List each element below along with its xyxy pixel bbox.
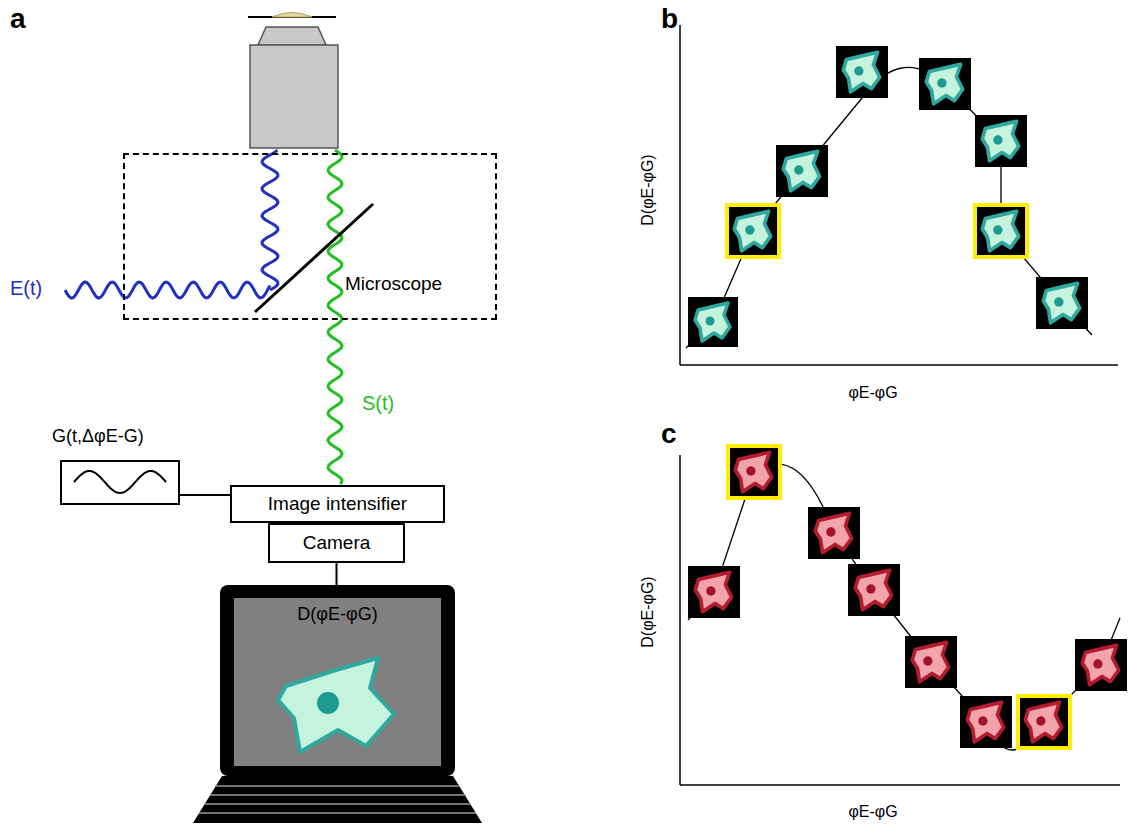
node-label: D(φE-φG) — [234, 598, 441, 625]
node-label: Microscope — [345, 273, 442, 295]
signal-generator: G(t,ΔφE-G) — [60, 460, 180, 505]
axis-title: φE-φG — [848, 803, 897, 821]
plot-c — [680, 446, 1127, 785]
camera-box: Camera — [268, 523, 405, 563]
emission-wave — [328, 150, 342, 484]
node-label: Camera — [303, 532, 371, 554]
laptop-base — [193, 776, 482, 823]
axis-title: D(φE-φG) — [639, 576, 657, 647]
signal-name: S(t) — [362, 392, 394, 415]
node-label: Image intensifier — [268, 493, 407, 515]
axis-title: φE-φG — [848, 384, 897, 402]
plot-b — [680, 25, 1118, 365]
laptop-monitor: D(φE-φG) — [220, 585, 455, 776]
wire — [180, 494, 230, 496]
wire — [336, 563, 338, 585]
dichroic-mirror — [255, 204, 373, 312]
panel-letter: a — [10, 3, 26, 35]
excitation-wave — [262, 150, 278, 290]
microscope-box: Microscope — [123, 153, 497, 320]
panel-letter: c — [661, 418, 677, 450]
excitation-wave — [65, 282, 270, 298]
laptop-screen: D(φE-φG) — [234, 598, 441, 766]
sine-symbol — [62, 462, 178, 503]
node-label: G(t,ΔφE-G) — [52, 426, 144, 447]
axis-title: D(φE-φG) — [639, 154, 657, 225]
cell-image — [266, 648, 406, 758]
signal-name: E(t) — [10, 277, 42, 300]
panel-letter: b — [661, 3, 678, 35]
intensifier-box: Image intensifier — [230, 485, 445, 523]
objective-lens — [248, 13, 338, 149]
